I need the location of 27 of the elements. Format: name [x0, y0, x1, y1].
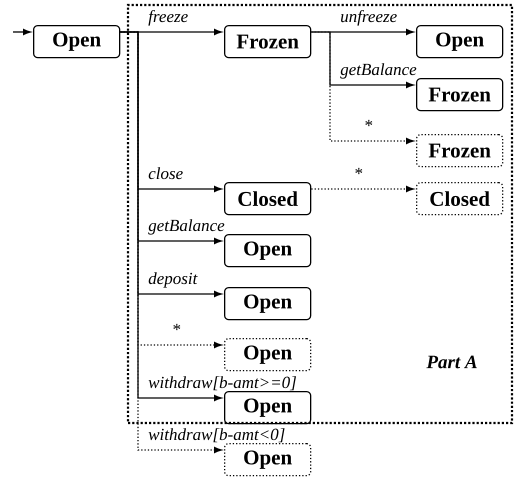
state-box: Frozen [224, 25, 312, 58]
edge-label: getBalance [340, 63, 416, 79]
region-title: Part A [426, 356, 477, 368]
edge-label: close [148, 167, 183, 180]
arrow [311, 186, 414, 192]
state-box: Open [224, 338, 312, 372]
state-box: Open [224, 234, 312, 268]
edge-label: * [365, 120, 372, 126]
state-box: Open [33, 25, 120, 58]
edge-label: withdraw[b-amt>=0] [148, 376, 296, 390]
state-box: Open [224, 442, 312, 476]
edge-label: deposit [148, 272, 198, 288]
state-box: Open [224, 286, 312, 320]
state-box: Open [224, 390, 312, 424]
state-box: Open [416, 25, 504, 58]
state-box: Frozen [416, 78, 504, 112]
state-box: Frozen [416, 134, 504, 168]
arrow [13, 28, 31, 36]
edge-label: withdraw[b-amt<0] [148, 428, 285, 442]
edge-label: * [173, 324, 180, 330]
arrow [311, 31, 414, 88]
edge-label: freeze [148, 10, 188, 26]
edge-label: unfreeze [341, 10, 397, 26]
state-box: Closed [416, 182, 504, 216]
edge-label: * [355, 168, 362, 174]
edge-label: getBalance [148, 219, 224, 235]
state-box: Closed [224, 182, 312, 216]
